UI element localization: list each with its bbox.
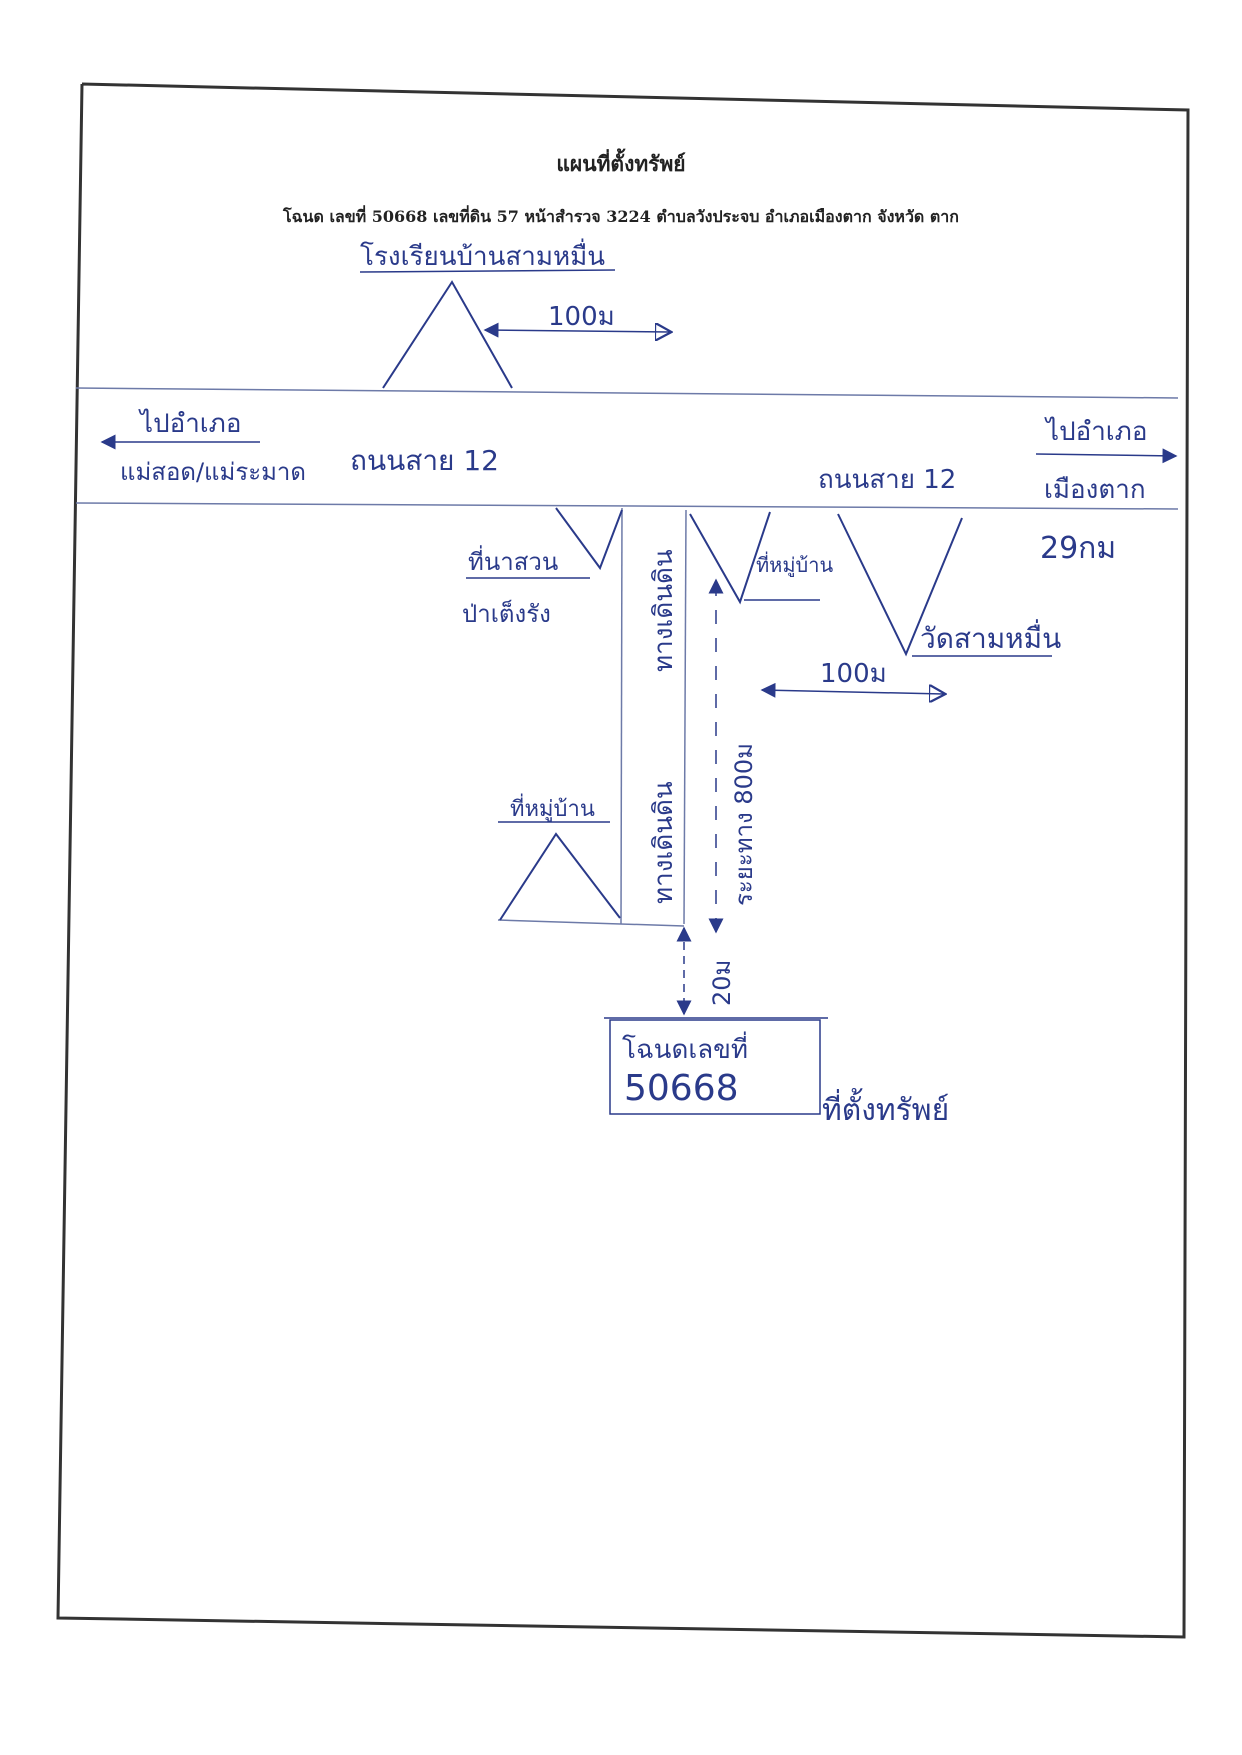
- deed-number: 50668: [624, 1068, 739, 1109]
- school-distance-arrow: [485, 330, 670, 332]
- right-direction-line1: ไปอำเภอ: [1044, 416, 1147, 447]
- village-plot-top-label: ที่หมู่บ้าน: [756, 551, 833, 578]
- temple-distance-arrow: [762, 690, 944, 694]
- school-symbol: [382, 280, 513, 389]
- road-edge-top: [75, 387, 1179, 399]
- farm-label: ที่นาสวน: [468, 545, 558, 576]
- road-label-right: ถนนสาย 12: [818, 465, 956, 495]
- right-direction-arrow: [1035, 448, 1178, 464]
- school-label: โรงเรียนบ้านสามหมื่น: [360, 238, 605, 272]
- temple-distance-label: 100ม: [820, 659, 887, 689]
- temple-symbol: [837, 513, 963, 657]
- right-distance-label: 29กม: [1040, 531, 1116, 566]
- dirt-road-edge-left: [620, 507, 623, 925]
- property-distance-label: 20ม: [708, 960, 736, 1006]
- property-box: [609, 1019, 821, 1115]
- left-direction-line1: ไปอำเภอ: [138, 408, 241, 439]
- deed-subtitle: โฉนด เลขที่ 50668 เลขที่ดิน 57 หน้าสำรวจ…: [283, 207, 959, 226]
- farm-symbol: [555, 507, 623, 571]
- village-plot-top-symbol: [689, 511, 771, 605]
- village-plot-bottom-label: ที่หมู่บ้าน: [510, 793, 595, 822]
- page-title: แผนที่ตั้งทรัพย์: [556, 151, 686, 176]
- dirt-road-label-upper: ทางเดินดิน: [649, 549, 679, 672]
- deed-number-label: โฉนดเลขที่: [622, 1031, 748, 1065]
- road-edge-bottom: [75, 502, 1179, 510]
- temple-label: วัดสามหมื่น: [920, 619, 1061, 655]
- page-frame: [56, 82, 1190, 1639]
- school-distance-label: 100ม: [548, 302, 615, 332]
- left-direction-line2: แม่สอด/แม่ระมาด: [120, 458, 306, 486]
- property-label: ที่ตั้งทรัพย์: [822, 1088, 949, 1128]
- dirt-road-end: [497, 919, 685, 927]
- dirt-road-label-lower: ทางเดินดิน: [649, 781, 679, 904]
- school-underline: [359, 269, 616, 273]
- road-label-left: ถนนสาย 12: [350, 444, 499, 477]
- village-plot-bottom-symbol: [499, 832, 621, 921]
- dirt-road-edge-right: [683, 509, 687, 925]
- right-direction-line2: เมืองตาก: [1044, 475, 1146, 505]
- forest-label: ป่าเต็งรัง: [462, 599, 551, 628]
- path-distance-label: ระยะทาง 800ม: [730, 743, 758, 906]
